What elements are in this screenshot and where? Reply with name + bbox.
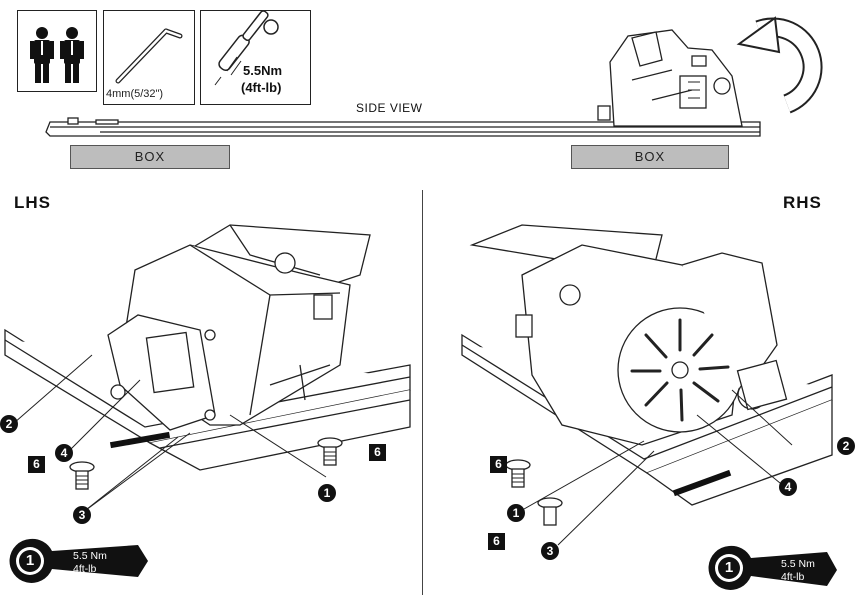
rhs-callout-1: 1 xyxy=(507,504,525,522)
lhs-part-6-right: 6 xyxy=(369,444,386,461)
lhs-torque-imperial: 4ft-lb xyxy=(73,563,97,575)
hex-key-box: 4mm(5/32") xyxy=(103,10,195,105)
side-view-rail xyxy=(45,117,761,137)
side-view-machine xyxy=(597,29,743,127)
torque-wrench-box: 5.5Nm (4ft-lb) xyxy=(200,10,311,105)
lhs-torque-wrench-badge-icon xyxy=(9,538,148,583)
rhs-part-6-bottom: 6 xyxy=(488,533,505,550)
side-view-title: SIDE VIEW xyxy=(356,101,423,115)
hex-key-icon xyxy=(115,28,183,84)
rhs-callout-4: 4 xyxy=(779,478,797,496)
two-person-icon xyxy=(30,27,84,83)
box-right: BOX xyxy=(571,145,729,169)
hex-key-size-label: 4mm(5/32") xyxy=(106,88,164,100)
section-divider xyxy=(422,190,423,595)
rotate-arrow-icon xyxy=(736,16,823,114)
lhs-heading: LHS xyxy=(14,193,51,212)
rhs-assembly-illustration xyxy=(461,224,833,546)
rhs-torque-step: 1 xyxy=(724,559,734,576)
rhs-callout-3: 3 xyxy=(541,542,559,560)
lhs-part-6-left: 6 xyxy=(28,456,45,473)
lhs-callout-2: 2 xyxy=(0,415,18,433)
rhs-torque-imperial: 4ft-lb xyxy=(781,571,805,583)
box-left: BOX xyxy=(70,145,230,169)
lhs-callout-3: 3 xyxy=(73,506,91,524)
rhs-part-6-top: 6 xyxy=(490,456,507,473)
rhs-torque-wrench-badge-icon xyxy=(708,545,837,590)
two-person-box xyxy=(17,10,97,92)
lhs-callout-4: 4 xyxy=(55,444,73,462)
lhs-torque-metric: 5.5 Nm xyxy=(73,550,107,562)
lhs-assembly-illustration xyxy=(4,224,411,514)
torque-imperial-label: (4ft-lb) xyxy=(241,80,282,95)
rhs-callout-2: 2 xyxy=(837,437,855,455)
torque-wrench-icon xyxy=(214,10,279,86)
lhs-torque-step: 1 xyxy=(25,552,35,569)
torque-value-label: 5.5Nm xyxy=(243,63,283,78)
rhs-torque-metric: 5.5 Nm xyxy=(781,558,815,570)
rhs-heading: RHS xyxy=(783,193,822,212)
lhs-callout-1: 1 xyxy=(318,484,336,502)
